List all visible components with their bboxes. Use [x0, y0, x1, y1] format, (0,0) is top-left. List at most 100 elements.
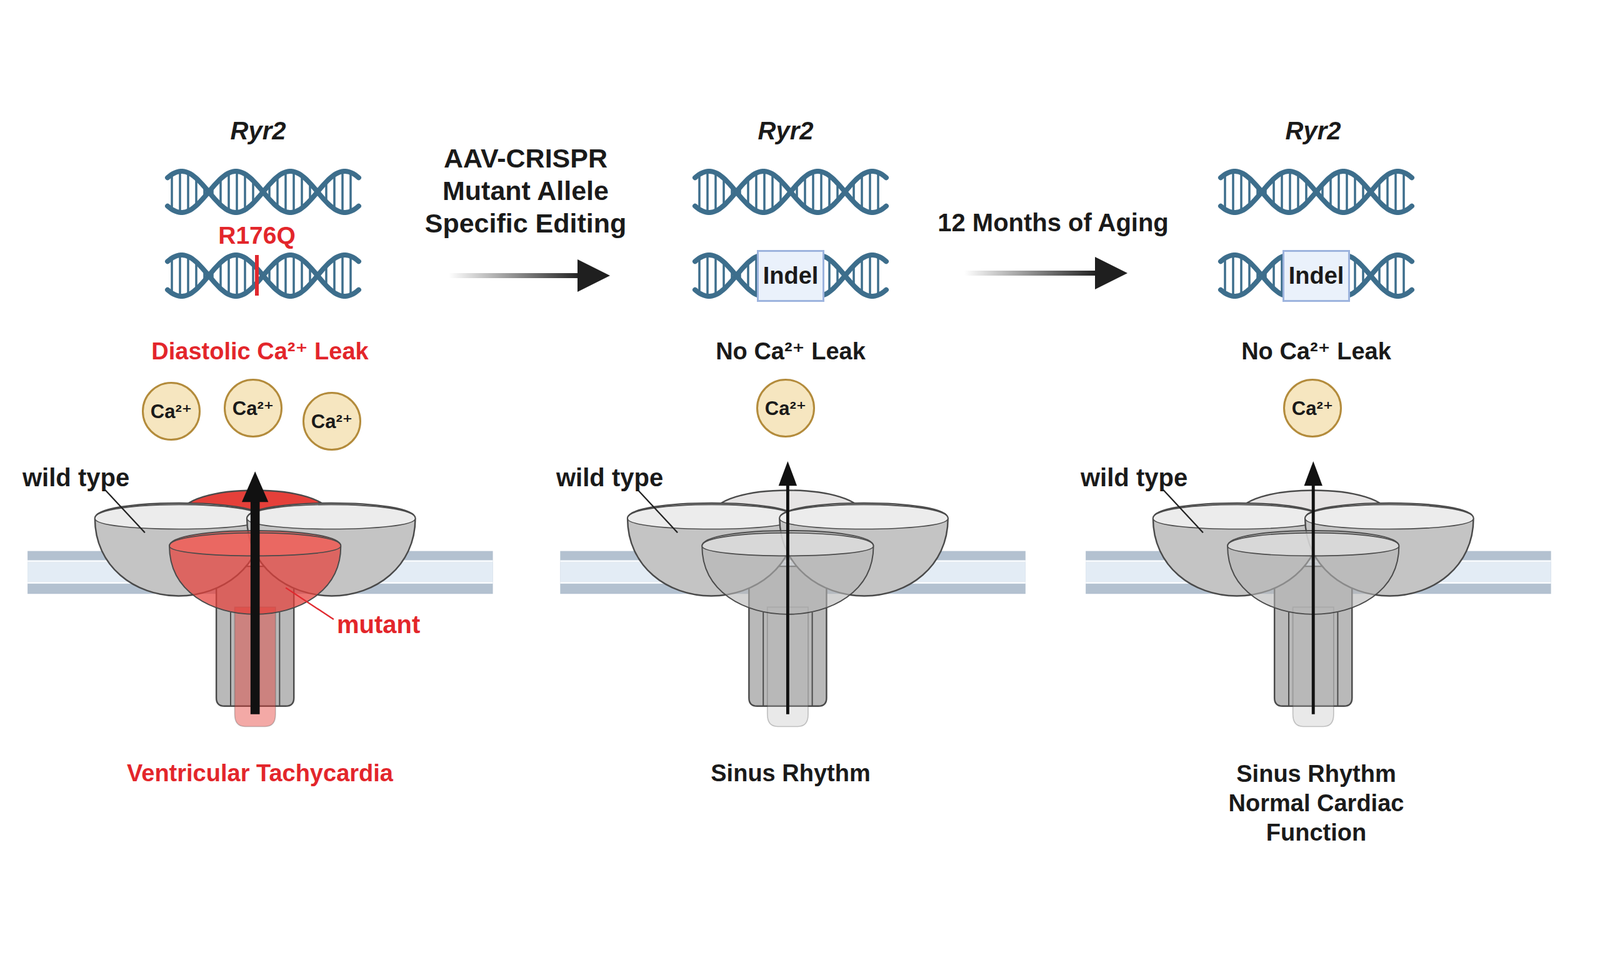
calcium-ion: Ca²⁺	[141, 381, 201, 441]
node-text: Ca²⁺	[232, 396, 274, 420]
base-pair	[1345, 171, 1349, 213]
subunit-label: wild type	[1080, 463, 1188, 492]
leader-line	[285, 587, 334, 620]
base-pair	[178, 255, 182, 297]
subunit-top	[95, 504, 264, 529]
base-pair	[349, 172, 352, 212]
calcium-flux-arrow	[786, 481, 790, 715]
arrow-shaft	[964, 270, 1098, 276]
base-pair	[771, 173, 774, 210]
dna-strand	[695, 171, 887, 213]
base-pair	[292, 171, 295, 213]
base-pair	[235, 255, 239, 297]
base-pair	[227, 256, 230, 295]
status-label: Diastolic Ca²⁺ Leak	[151, 338, 369, 366]
process-arrow	[964, 256, 1128, 290]
base-pair	[1353, 175, 1357, 209]
base-pair	[820, 171, 823, 213]
base-pair	[284, 171, 287, 212]
arrow-head	[577, 259, 610, 292]
calcium-flux-arrow	[1311, 481, 1315, 715]
arrow-head	[1095, 256, 1128, 290]
base-pair	[1402, 172, 1405, 212]
base-pair	[178, 171, 182, 213]
dna-strand	[695, 171, 887, 213]
base-pair	[828, 259, 831, 292]
base-pair	[763, 171, 766, 213]
base-pair	[876, 172, 880, 212]
base-pair	[300, 259, 304, 292]
gene-name: Ryr2	[1285, 116, 1342, 145]
base-pair	[868, 171, 872, 212]
base-pair	[860, 258, 864, 294]
leader-line	[637, 490, 678, 534]
base-pair	[292, 255, 295, 297]
mutation-label: R176Q	[218, 221, 296, 250]
base-pair	[349, 256, 352, 295]
dna-strand	[167, 255, 359, 297]
base-pair	[714, 256, 717, 295]
node-text: Ca²⁺	[150, 400, 192, 424]
base-pair	[1231, 255, 1235, 297]
status-label: No Ca²⁺ Leak	[1241, 338, 1392, 366]
ryr2-channel	[560, 461, 1025, 727]
step-label: AAV-CRISPR Mutant Allele Specific Editin…	[410, 141, 642, 240]
arrow-head	[778, 461, 797, 486]
indel-box: Indel	[756, 250, 825, 302]
base-pair	[243, 173, 247, 210]
gene-name: Ryr2	[758, 116, 814, 145]
node-text: Indel	[1288, 262, 1345, 290]
base-pair	[698, 258, 701, 294]
base-pair	[1329, 176, 1332, 208]
base-pair	[1240, 172, 1243, 211]
status-label: No Ca²⁺ Leak	[715, 338, 866, 366]
base-pair	[1394, 255, 1397, 296]
base-pair	[803, 176, 807, 208]
base-pair	[276, 176, 279, 208]
base-pair	[1223, 174, 1227, 210]
base-pair	[1240, 256, 1243, 295]
phenotype-label: Ventricular Tachycardia	[126, 760, 394, 788]
calcium-ion: Ca²⁺	[756, 378, 815, 438]
base-pair	[755, 173, 758, 211]
base-pair	[714, 172, 717, 211]
ryr2-channel	[1085, 461, 1551, 727]
base-pair	[1231, 171, 1235, 213]
ryr2-channel	[27, 471, 493, 727]
base-pair	[1223, 258, 1227, 294]
base-pair	[1386, 175, 1389, 210]
subunit-top	[246, 504, 415, 529]
dna-strand	[1220, 171, 1412, 213]
base-pair	[170, 258, 174, 294]
arrow-head	[241, 471, 269, 502]
base-pair	[1288, 171, 1292, 213]
base-pair	[698, 174, 701, 210]
base-pair	[1386, 258, 1389, 294]
dna-helix	[167, 255, 359, 297]
base-pair	[186, 172, 190, 211]
base-pair	[300, 175, 304, 209]
gene-name: Ryr2	[230, 116, 287, 145]
dna-strand	[1220, 171, 1412, 213]
subunit-top	[1153, 504, 1322, 529]
base-pair	[276, 260, 279, 292]
base-pair	[341, 255, 344, 296]
base-pair	[227, 173, 230, 211]
node-text: Ca²⁺	[311, 410, 353, 434]
arrow-shaft	[448, 273, 580, 279]
base-pair	[284, 255, 287, 296]
phenotype-label: Sinus Rhythm	[710, 760, 870, 788]
base-pair	[1337, 171, 1340, 212]
base-pair	[860, 175, 864, 210]
calcium-ion: Ca²⁺	[302, 391, 362, 451]
node-text: Indel	[763, 262, 819, 290]
step-label: 12 Months of Aging	[937, 208, 1169, 237]
base-pair	[1353, 259, 1357, 292]
subunit-label: mutant	[336, 610, 420, 639]
dna-helix	[695, 171, 887, 213]
dna-strand	[167, 171, 359, 213]
phenotype-label: Sinus Rhythm Normal Cardiac Function	[1210, 759, 1423, 848]
subunit-top	[779, 504, 948, 529]
leader-line	[1163, 490, 1204, 534]
